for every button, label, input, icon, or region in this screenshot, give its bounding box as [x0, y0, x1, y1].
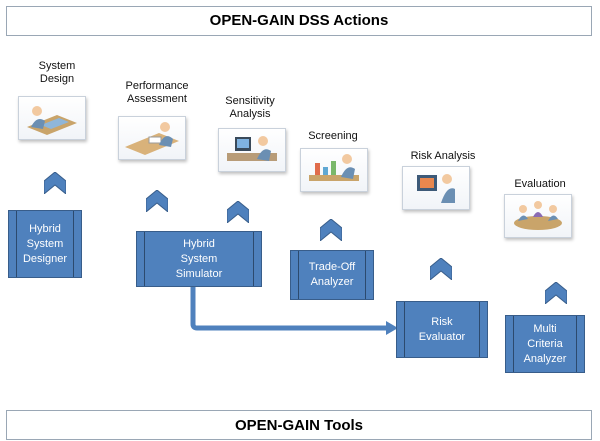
tool-label: Risk Evaluator: [418, 315, 466, 343]
multi-criteria-analyzer-box: Multi Criteria Analyzer: [505, 315, 585, 373]
risk-evaluator-box: Risk Evaluator: [396, 301, 488, 358]
action-label-risk-analysis: Risk Analysis: [410, 150, 476, 162]
tool-label: Hybrid System Simulator: [175, 237, 223, 280]
chevron-up-icon: [227, 201, 249, 223]
tools-banner: OPEN-GAIN Tools: [6, 410, 592, 440]
trade-off-analyzer-box: Trade-Off Analyzer: [290, 250, 374, 300]
screening-illustration: [300, 148, 368, 192]
dss-actions-banner: OPEN-GAIN DSS Actions: [6, 6, 592, 36]
chevron-up-icon: [44, 172, 66, 194]
action-label-system-design: System Design: [38, 60, 76, 85]
action-label-sensitivity-analysis: Sensitivity Analysis: [225, 95, 275, 120]
performance-assessment-illustration: [118, 116, 186, 160]
chevron-up-icon: [146, 190, 168, 212]
chevron-up-icon: [320, 219, 342, 241]
tools-title: OPEN-GAIN Tools: [234, 417, 364, 434]
dss-actions-title: OPEN-GAIN DSS Actions: [209, 12, 389, 29]
system-design-illustration: [18, 96, 86, 140]
evaluation-illustration: [504, 194, 572, 238]
action-label-screening: Screening: [308, 130, 358, 142]
action-label-evaluation: Evaluation: [514, 178, 566, 190]
tool-label: Multi Criteria Analyzer: [523, 322, 567, 365]
sensitivity-analysis-illustration: [218, 128, 286, 172]
hybrid-system-designer-box: Hybrid System Designer: [8, 210, 82, 278]
hybrid-system-simulator-box: Hybrid System Simulator: [136, 231, 262, 287]
chevron-up-icon: [430, 258, 452, 280]
tool-label: Hybrid System Designer: [22, 222, 68, 265]
chevron-up-icon: [545, 282, 567, 304]
tool-label: Trade-Off Analyzer: [308, 261, 356, 288]
action-label-performance-assessment: Performance Assessment: [125, 80, 189, 105]
risk-analysis-illustration: [402, 166, 470, 210]
